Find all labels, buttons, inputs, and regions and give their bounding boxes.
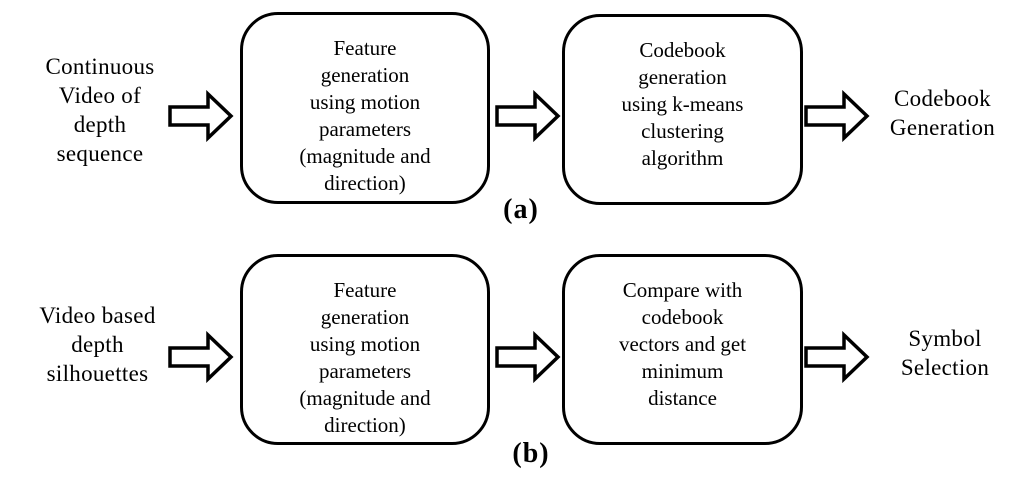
row-b-arrow-1-icon (168, 331, 234, 383)
row-b-box-compare-codebook: Compare with codebook vectors and get mi… (562, 254, 803, 445)
row-b-input-label: Video based depth silhouettes (39, 303, 156, 386)
row-b-output-label: Symbol Selection (900, 326, 990, 380)
row-a-arrow-3-icon (804, 90, 870, 142)
row-b-arrow-3-icon (804, 331, 870, 383)
row-a-box-feature-generation: Feature generation using motion paramete… (240, 12, 490, 204)
row-b-caption: (b) (512, 438, 550, 469)
row-b-box-feature-generation: Feature generation using motion paramete… (240, 254, 490, 445)
row-a-caption: (a) (503, 194, 539, 225)
row-a-arrow-1-icon (168, 90, 234, 142)
row-b-arrow-2-icon (495, 331, 561, 383)
row-a-arrow-2-icon (495, 90, 561, 142)
row-a-output-label: Codebook Generation (889, 86, 996, 140)
row-a-box-codebook-generation: Codebook generation using k-means cluste… (562, 14, 803, 205)
row-a-input-label: Continuous Video of depth sequence (45, 54, 155, 166)
